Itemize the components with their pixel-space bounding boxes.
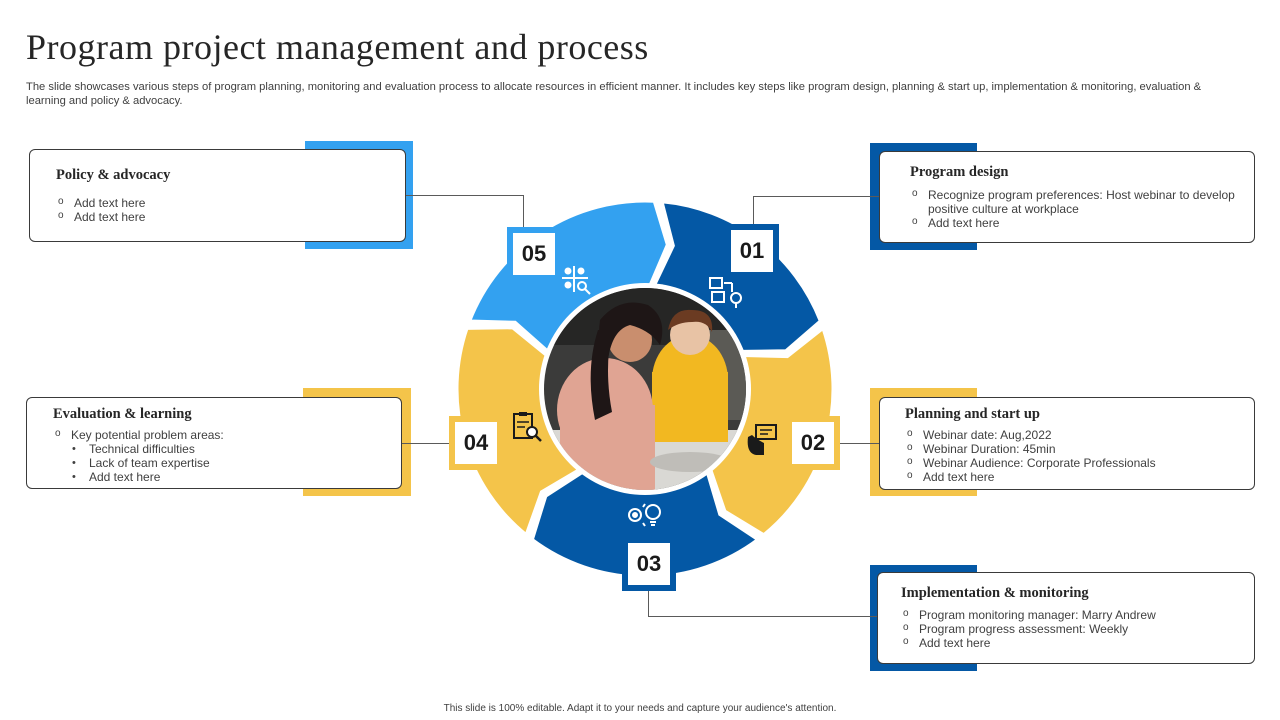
connector-02 — [840, 443, 880, 444]
connector-01 — [753, 196, 880, 225]
step-number-03: 03 — [622, 537, 676, 591]
step-number-04: 04 — [449, 416, 503, 470]
card-heading: Implementation & monitoring — [901, 585, 1089, 601]
gear-lightbulb-icon — [628, 503, 661, 527]
card-heading: Program design — [910, 164, 1009, 180]
list-item: Webinar Duration: 45min — [905, 441, 1254, 456]
flowchart-idea-icon — [709, 277, 742, 308]
list-subitem: Technical difficulties — [53, 442, 401, 456]
slide-subtitle: The slide showcases various steps of pro… — [26, 81, 1202, 107]
list-item: Webinar date: Aug,2022 — [905, 427, 1254, 442]
connector-03 — [648, 590, 879, 617]
card-evaluation-learning: Evaluation & learning Key potential prob… — [26, 397, 402, 489]
list-item: Add text here — [56, 195, 405, 210]
team-search-icon — [562, 266, 591, 295]
step-number-01: 01 — [725, 224, 779, 278]
step-number-02: 02 — [786, 416, 840, 470]
list-item: Program monitoring manager: Marry Andrew — [901, 607, 1254, 622]
card-implementation-monitoring: Implementation & monitoring Program moni… — [877, 572, 1255, 664]
list-subitem: Add text here — [53, 470, 401, 484]
list-item: Add text here — [905, 469, 1254, 484]
slide-footer: This slide is 100% editable. Adapt it to… — [443, 703, 837, 714]
list-item: Program progress assessment: Weekly — [901, 621, 1254, 636]
slide-title: Program project management and process — [26, 27, 649, 67]
list-item: Webinar Audience: Corporate Professional… — [905, 455, 1254, 470]
card-program-design: Program design Recognize program prefere… — [879, 151, 1255, 243]
list-item: Add text here — [56, 209, 405, 224]
connector-04 — [402, 443, 450, 444]
list-item: Add text here — [910, 215, 1244, 230]
clipboard-search-icon — [513, 412, 542, 442]
list-item: Key potential problem areas: — [53, 427, 401, 442]
card-policy-advocacy: Policy & advocacy Add text here Add text… — [29, 149, 406, 242]
list-item: Recognize program preferences: Host webi… — [910, 187, 1244, 216]
card-heading: Policy & advocacy — [56, 167, 171, 183]
card-heading: Planning and start up — [905, 406, 1040, 422]
card-heading: Evaluation & learning — [53, 406, 192, 422]
connector-05 — [405, 195, 524, 228]
hand-presentation-icon — [747, 424, 777, 455]
card-planning-start-up: Planning and start up Webinar date: Aug,… — [879, 397, 1255, 490]
list-subitem: Lack of team expertise — [53, 456, 401, 470]
list-item: Add text here — [901, 635, 1254, 650]
step-number-05: 05 — [507, 227, 561, 281]
